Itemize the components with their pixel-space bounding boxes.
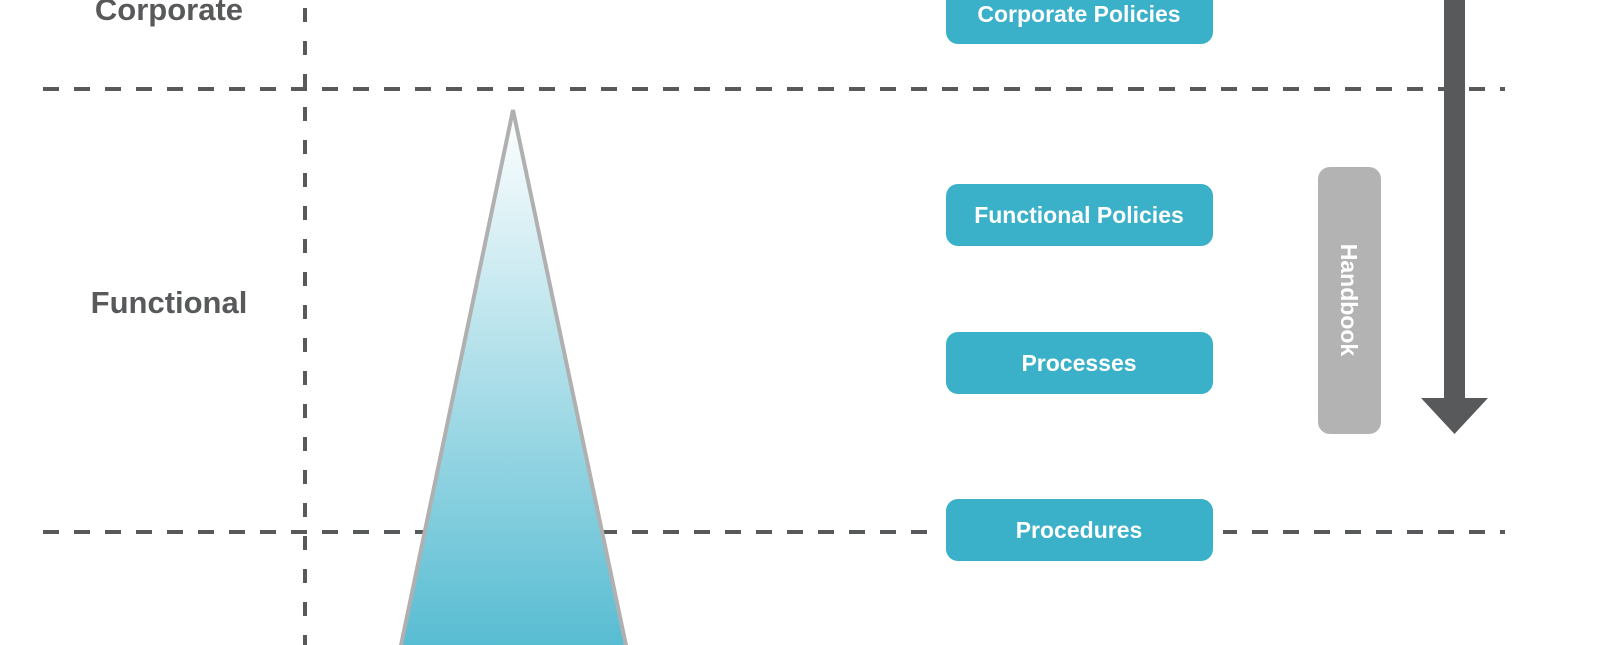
procedures-label: Procedures [1016, 517, 1143, 543]
processes-box: Processes [946, 332, 1213, 394]
processes-label: Processes [1021, 350, 1136, 376]
procedures-box: Procedures [946, 499, 1213, 561]
functional-policies-box: Functional Policies [946, 184, 1213, 246]
hierarchy-triangle [399, 109, 628, 645]
level-label-functional: Functional [91, 285, 248, 320]
corporate-policies-label: Corporate Policies [977, 1, 1180, 27]
down-arrow-icon [1421, 0, 1488, 434]
handbook-box: Handbook [1318, 167, 1381, 434]
corporate-policies-box: Corporate Policies [946, 0, 1213, 44]
functional-policies-label: Functional Policies [974, 202, 1184, 228]
level-label-corporate: Corporate [95, 0, 243, 27]
handbook-label: Handbook [1336, 244, 1362, 357]
